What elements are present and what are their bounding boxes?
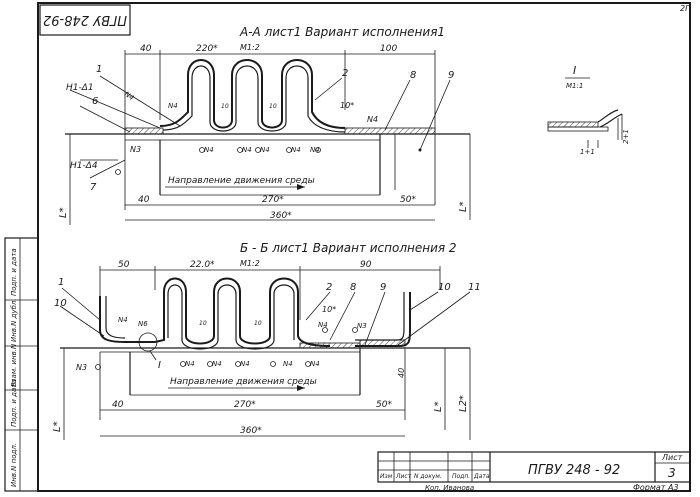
svg-text:N3: N3	[130, 145, 141, 154]
svg-text:N4: N4	[212, 360, 222, 368]
svg-text:N3: N3	[357, 322, 367, 330]
section-a: А-А лист1 Вариант исполнения1 М1:2 40 22…	[58, 25, 471, 225]
item-b-10r: 10	[438, 282, 451, 293]
detail-scale: М1:1	[566, 82, 583, 90]
item-b-9: 9	[380, 282, 386, 293]
svg-text:Изм: Изм	[380, 473, 393, 480]
bellows-a	[159, 59, 346, 129]
weld-circles-b	[95, 327, 358, 370]
side-stamp-5: Инв.N подл.	[10, 443, 18, 487]
item-a-6: 6	[92, 96, 98, 107]
bellows-b	[154, 277, 331, 347]
svg-text:Дата: Дата	[473, 473, 490, 480]
dim-a-b270: 270*	[262, 195, 284, 205]
svg-text:N4: N4	[240, 360, 250, 368]
item-a-2: 2	[342, 68, 348, 79]
svg-text:N4: N4	[367, 115, 378, 124]
side-stamp: Подп. и дата Инв.N дубл. Взам. инв.N Под…	[4, 237, 39, 492]
dim-b-10-1: 10	[199, 320, 207, 327]
detail-i-callout	[138, 332, 158, 352]
item-a-9: 9	[448, 70, 454, 81]
svg-text:Подп.: Подп.	[452, 473, 470, 480]
item-b-11: 11	[468, 282, 481, 293]
side-stamp-3: Взам. инв.N	[10, 343, 18, 387]
L-a-right: L*	[458, 201, 469, 212]
dim-a-220: 220*	[196, 44, 218, 54]
dim-a-b50: 50*	[400, 195, 416, 205]
dim-b-40v: 40	[397, 368, 406, 378]
dim-a-40: 40	[140, 44, 152, 54]
svg-text:N4: N4	[185, 360, 195, 368]
dim-b-220: 22.0*	[190, 260, 215, 270]
section-b-title: Б - Б лист1 Вариант исполнения 2	[240, 241, 457, 255]
svg-text:N4: N4	[260, 146, 270, 154]
item-b-1: 1	[58, 277, 64, 288]
svg-text:N4: N4	[242, 146, 252, 154]
svg-text:N3: N3	[76, 363, 87, 372]
dim-b-10-star: 10*	[322, 305, 336, 314]
section-a-title: А-А лист1 Вариант исполнения1	[239, 25, 445, 39]
detail-mark-b: I	[158, 360, 161, 371]
side-stamp-1: Подп. и дата	[10, 248, 18, 296]
copied-by: Коп. Иванова	[425, 484, 474, 492]
svg-text:N4: N4	[291, 146, 301, 154]
top-left-stamp: ПГВУ 248-92	[39, 4, 131, 36]
svg-text:ПГВУ 248-92: ПГВУ 248-92	[43, 12, 127, 27]
svg-text:N4: N4	[310, 360, 320, 368]
side-stamp-2: Инв.N дубл.	[10, 298, 18, 342]
format: Формат А3	[633, 483, 679, 492]
side-stamp-4: Подп. и дата	[10, 379, 18, 427]
corner-mark: 2Г	[680, 4, 690, 13]
detail-d2: 2+1	[622, 129, 630, 144]
dim-b-b40: 40	[112, 400, 124, 410]
L-b-left: L*	[52, 421, 63, 432]
dim-a-10-star: 10*	[340, 101, 354, 110]
weld-a-n1d4: Н1-Δ4	[70, 161, 98, 171]
dim-b-b360: 360*	[240, 426, 262, 436]
item-a-1: 1	[96, 64, 102, 75]
dim-a-100: 100	[380, 44, 397, 54]
svg-text:N4: N4	[318, 321, 328, 329]
weld-a-n1d1: Н1-Δ1	[66, 83, 94, 93]
detail-title: I	[573, 64, 576, 77]
L-b-right: L*	[433, 401, 444, 412]
svg-text:Лист: Лист	[395, 473, 412, 480]
section-b-scale: М1:2	[240, 259, 260, 268]
section-b: Б - Б лист1 Вариант исполнения 2 М1:2 50…	[52, 241, 481, 440]
dim-b-10-2: 10	[254, 320, 262, 327]
dim-a-b360: 360*	[270, 211, 292, 221]
title-block: Изм Лист N докум. Подп. Дата ПГВУ 248 - …	[377, 451, 691, 492]
dim-b-b50: 50*	[376, 400, 392, 410]
svg-text:N4: N4	[310, 146, 320, 154]
svg-text:N4: N4	[118, 316, 128, 324]
item-b-8: 8	[350, 282, 356, 293]
L2-b-right: L2*	[458, 395, 469, 412]
svg-text:N6: N6	[138, 320, 148, 328]
item-a-7: 7	[90, 182, 97, 193]
designation: ПГВУ 248 - 92	[528, 463, 620, 478]
flow-label-b: Направление движения среды	[170, 377, 317, 387]
detail-d1: 1+1	[580, 148, 595, 156]
svg-text:N4: N4	[204, 146, 214, 154]
dim-a-10-2: 10	[269, 103, 277, 110]
dim-b-b270: 270*	[234, 400, 256, 410]
svg-text:N докум.: N докум.	[414, 473, 442, 480]
svg-text:N4: N4	[283, 360, 293, 368]
sheet-label: Лист	[661, 453, 683, 462]
detail-i: I М1:1 2+1 1+1	[547, 64, 630, 156]
dim-a-10-1: 10	[221, 103, 229, 110]
dim-b-90: 90	[360, 260, 372, 270]
flow-label-a: Направление движения среды	[168, 176, 315, 186]
sheet-number: 3	[668, 466, 676, 480]
dim-a-b40: 40	[138, 195, 150, 205]
section-a-scale: М1:2	[240, 43, 260, 52]
L-a-left: L*	[58, 207, 69, 218]
item-b-2: 2	[326, 282, 332, 293]
weld-circles-a	[115, 147, 321, 175]
dim-b-50: 50	[118, 260, 130, 270]
svg-text:N4: N4	[168, 102, 178, 110]
item-b-10: 10	[54, 298, 67, 309]
item-a-8: 8	[410, 70, 416, 81]
